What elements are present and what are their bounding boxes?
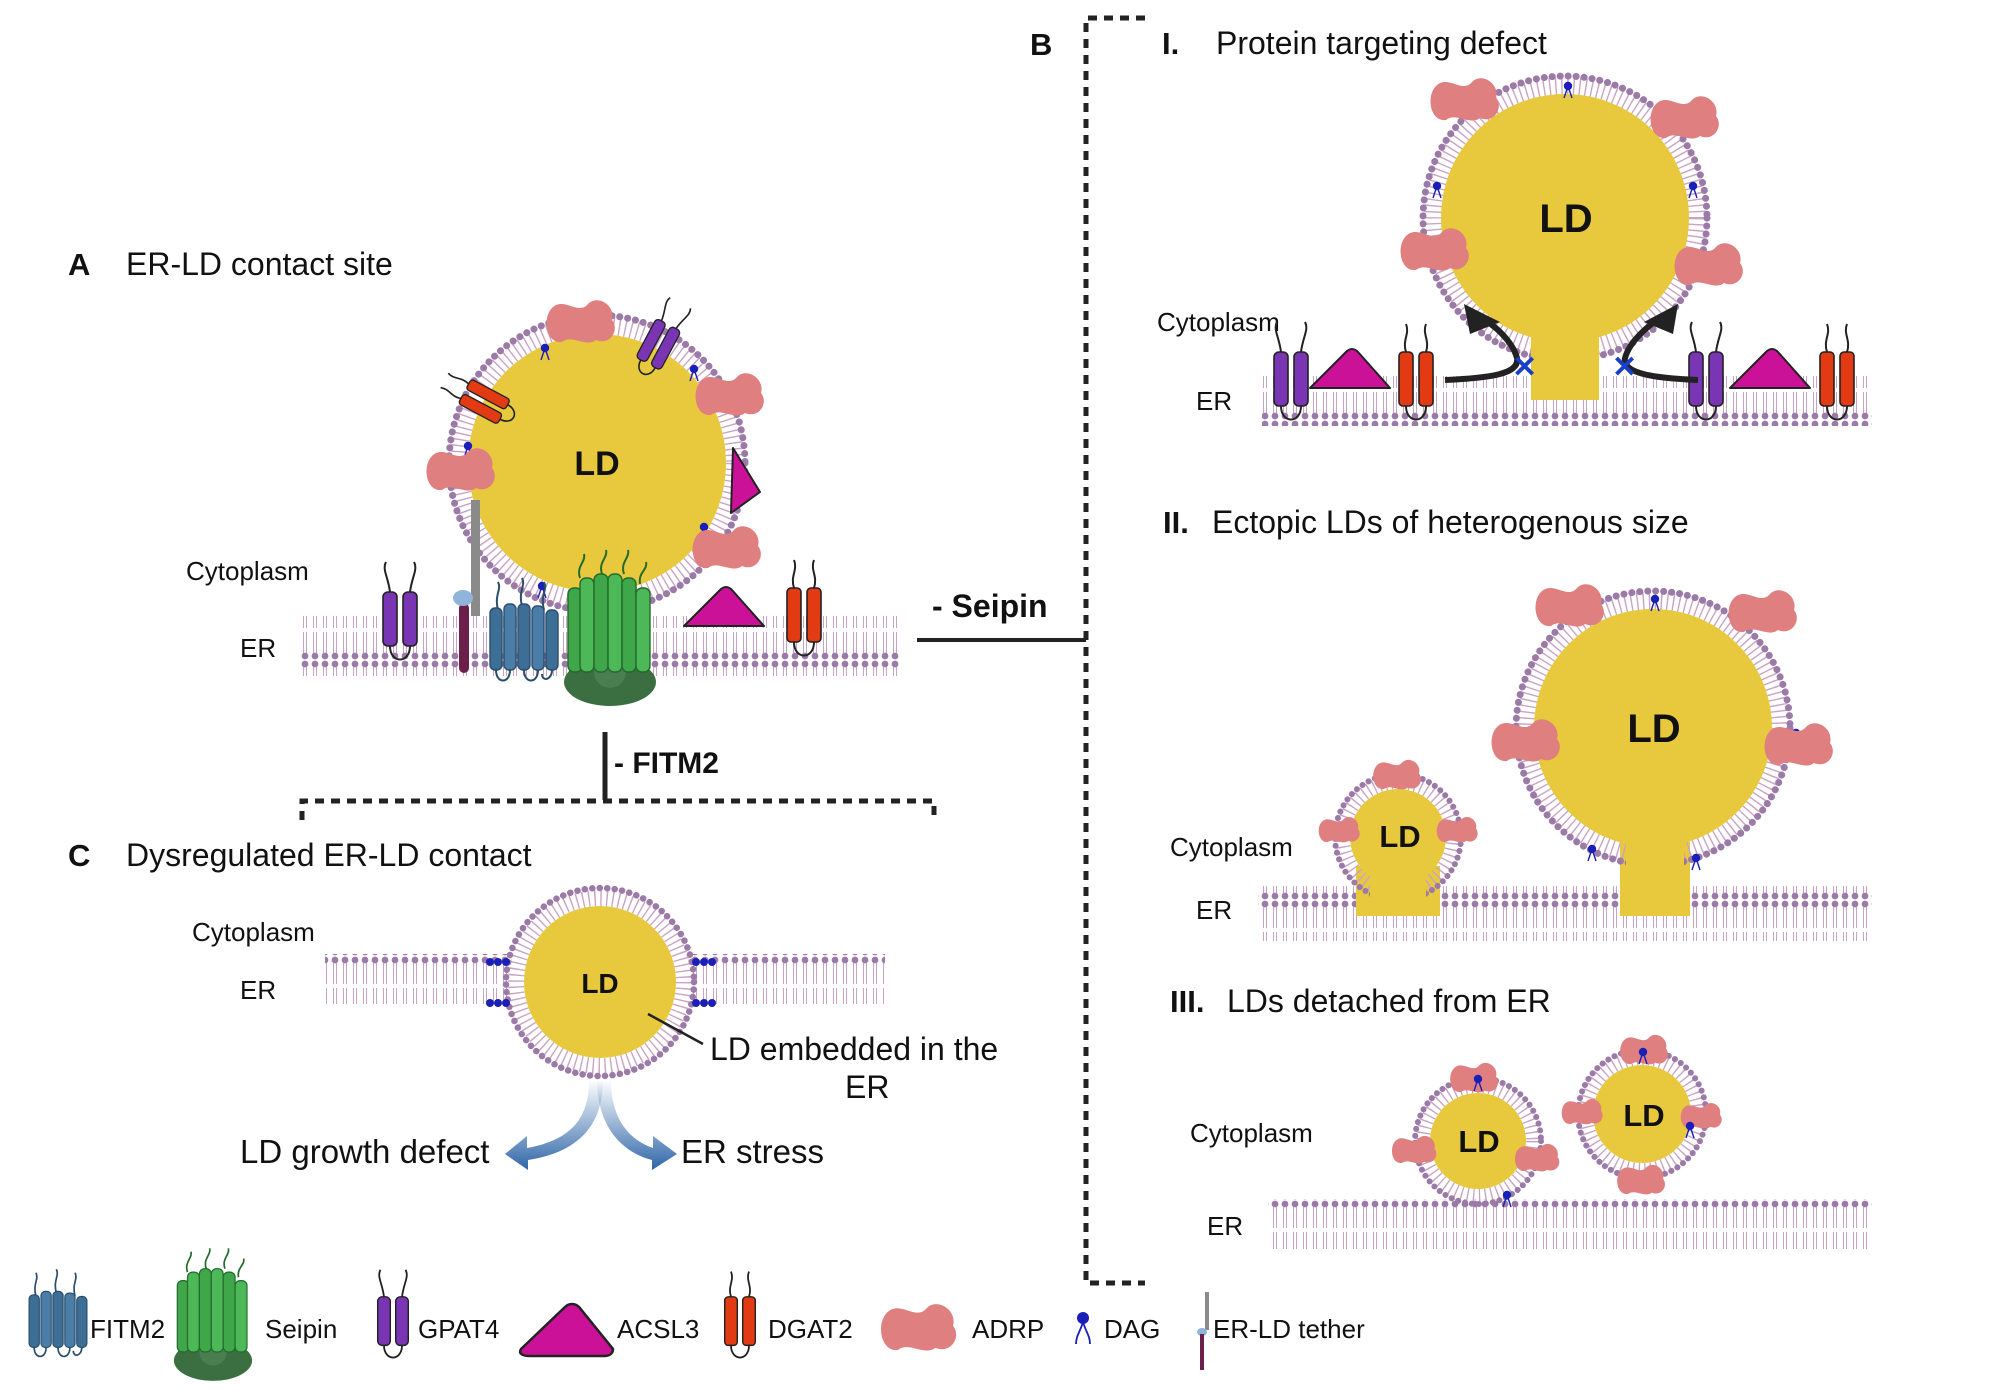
adrp-icon [546,300,615,343]
panel-c-letter: C [68,838,90,873]
panel-b-ii: II. Ectopic LDs of heterogenous size Cyt… [1163,504,1872,941]
adrp-icon [1373,759,1421,790]
fitm2-icon [489,577,559,682]
legend-gpat4-icon [376,1268,410,1359]
adrp-icon [1674,243,1743,286]
legend-fitm2-icon [28,1268,88,1358]
panel-b-i: I. Protein targeting defect Cytoplasm ER… [1157,25,1872,426]
legend-er-ld-tether-label: ER-LD tether [1213,1314,1365,1344]
dag-icon [1432,181,1442,199]
adrp-icon [426,448,495,491]
panel-a-ld-label: LD [574,445,619,483]
legend-er-ld-tether-icon [1197,1292,1209,1370]
legend-seipin-icon [173,1247,253,1382]
dag-cluster [486,958,716,1007]
dag-icon [1688,181,1698,199]
adrp-icon [1535,584,1604,627]
embedded-label-line1: LD embedded in the [710,1031,998,1067]
panel-b-ii-er-label: ER [1196,895,1232,925]
panel-b-ii-large-ld-label: LD [1627,707,1680,751]
legend-dag-label: DAG [1104,1314,1160,1344]
er-ld-tether-icon [453,500,480,673]
left-curved-arrow [505,1080,603,1170]
adrp-icon [695,373,764,416]
acsl3-icon [1309,348,1391,389]
panel-b-i-ld-label: LD [1539,197,1592,241]
legend-gpat4-label: GPAT4 [418,1314,499,1344]
panel-c: C Dysregulated ER-LD contact Cytoplasm E… [68,837,998,1170]
panel-b-i-er-label: ER [1196,386,1232,416]
acsl3-icon [683,586,765,627]
legend: FITM2 Seipin GPAT4 ACSL3 DGAT2 ADRP DAG … [28,1247,1365,1382]
adrp-icon [1491,719,1560,762]
adrp-icon [1430,78,1499,121]
panel-b-iii-title: LDs detached from ER [1227,983,1551,1019]
panel-c-title: Dysregulated ER-LD contact [126,837,532,873]
fitm2-connector-label: - FITM2 [614,747,719,780]
panel-b-iii-ld2-label: LD [1623,1098,1664,1133]
connectors: - FITM2 - Seipin [299,15,1145,1286]
right-curved-arrow [597,1080,677,1170]
panel-b-ii-small-ld-label: LD [1379,819,1420,854]
adrp-icon [1764,723,1833,766]
panel-c-cytoplasm-label: Cytoplasm [192,917,315,947]
panel-c-ld-label: LD [581,968,618,999]
panel-b-iii-er-label: ER [1207,1211,1243,1241]
panel-a: A ER-LD contact site Cytoplasm ER LD [68,246,900,707]
legend-acsl3-label: ACSL3 [617,1314,699,1344]
panel-b-iii-number: III. [1170,984,1204,1019]
panel-a-cytoplasm-label: Cytoplasm [186,556,309,586]
panel-b-ii-cytoplasm-label: Cytoplasm [1170,832,1293,862]
legend-adrp-label: ADRP [972,1314,1044,1344]
legend-adrp-icon [881,1304,957,1351]
block-x-icon: ✕ [1512,351,1537,384]
panel-b-iii-ld1-label: LD [1458,1124,1499,1159]
adrp-icon [1650,96,1719,139]
legend-dgat2-icon [723,1270,757,1359]
er-stress-label: ER stress [681,1133,824,1170]
adrp-icon [1617,1164,1665,1195]
legend-dgat2-label: DGAT2 [768,1314,853,1344]
er-membrane [1268,1199,1872,1249]
legend-seipin-label: Seipin [265,1314,337,1344]
ld-growth-defect-label: LD growth defect [240,1133,489,1170]
lipid-droplet [502,884,698,1080]
acsl3-icon [1729,348,1811,389]
legend-dag-icon [1075,1312,1091,1345]
embedded-label-line2: ER [845,1069,889,1105]
panel-b-i-title: Protein targeting defect [1216,25,1547,61]
panel-a-letter: A [68,247,90,282]
adrp-icon [1400,228,1469,271]
adrp-icon [1728,590,1797,633]
legend-fitm2-label: FITM2 [90,1314,165,1344]
er-membrane [1258,886,1872,941]
panel-b-letter: B [1030,27,1052,62]
acsl3-icon [730,447,761,514]
panel-b-i-cytoplasm-label: Cytoplasm [1157,307,1280,337]
panel-b-i-number: I. [1162,26,1179,61]
panel-c-er-label: ER [240,975,276,1005]
panel-b-ii-number: II. [1163,505,1189,540]
panel-a-title: ER-LD contact site [126,246,393,282]
seipin-connector-label: - Seipin [932,588,1048,624]
panel-b-ii-title: Ectopic LDs of heterogenous size [1212,504,1689,540]
panel-b-iii-cytoplasm-label: Cytoplasm [1190,1118,1313,1148]
panel-b-iii: III. LDs detached from ER Cytoplasm ER L… [1170,983,1872,1249]
block-x-icon: ✕ [1612,351,1637,384]
legend-acsl3-icon [518,1302,615,1358]
panel-a-er-label: ER [240,633,276,663]
